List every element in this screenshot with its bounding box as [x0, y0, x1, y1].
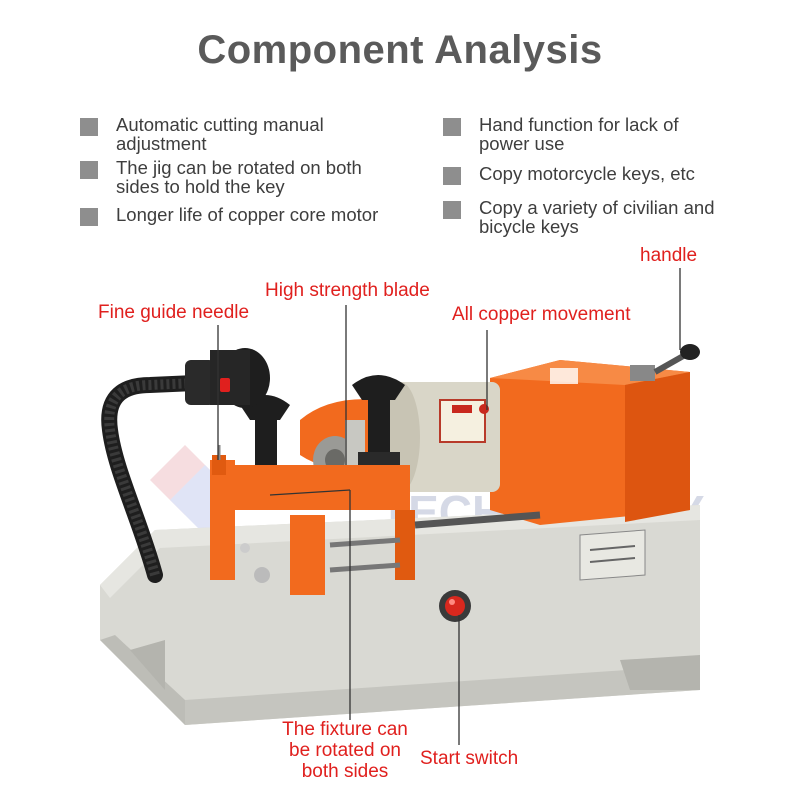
feature-item: Longer life of copper core motor: [80, 205, 378, 226]
callout-switch: Start switch: [420, 748, 519, 769]
bullet-square-icon: [80, 118, 98, 136]
fixture-callout-line-h: [269, 489, 351, 496]
bullet-square-icon: [80, 161, 98, 179]
feature-text: Hand function for lack of power use: [479, 114, 679, 154]
fixture-carriage: [210, 460, 541, 595]
bullet-square-icon: [443, 118, 461, 136]
feature-text: Longer life of copper core motor: [116, 204, 379, 225]
guide-needle: [212, 445, 226, 475]
info-plate: [579, 529, 646, 581]
feature-text: Automatic cutting manual adjustment: [116, 114, 324, 154]
callout-movement: All copper movement: [452, 304, 631, 325]
bullet-square-icon: [443, 167, 461, 185]
page-title: Component Analysis: [197, 28, 603, 72]
feature-item: Copy a variety of civilian and bicycle k…: [443, 198, 714, 236]
callout-fixture: The fixture can be rotated on both sides: [282, 719, 408, 782]
callout-handle: handle: [640, 245, 698, 266]
bullet-square-icon: [443, 201, 461, 219]
feature-item: Automatic cutting manual adjustment: [80, 115, 324, 153]
feature-item: Hand function for lack of power use: [443, 115, 679, 153]
callout-needle: Fine guide needle: [98, 302, 250, 323]
feature-item: The jig can be rotated on both sides to …: [80, 158, 362, 196]
orange-housing: [490, 360, 690, 525]
callout-blade: High strength blade: [265, 280, 430, 301]
callout-lines: [217, 268, 681, 745]
feature-text: Copy motorcycle keys, etc: [479, 163, 695, 184]
machine-base: [100, 505, 700, 725]
feature-text: Copy a variety of civilian and bicycle k…: [479, 197, 715, 237]
bullet-square-icon: [80, 208, 98, 226]
gooseneck-lamp: [101, 348, 270, 583]
crank-handle: [630, 344, 700, 381]
start-switch: [439, 590, 471, 622]
feature-text: The jig can be rotated on both sides to …: [116, 157, 362, 197]
feature-item: Copy motorcycle keys, etc: [443, 164, 695, 185]
